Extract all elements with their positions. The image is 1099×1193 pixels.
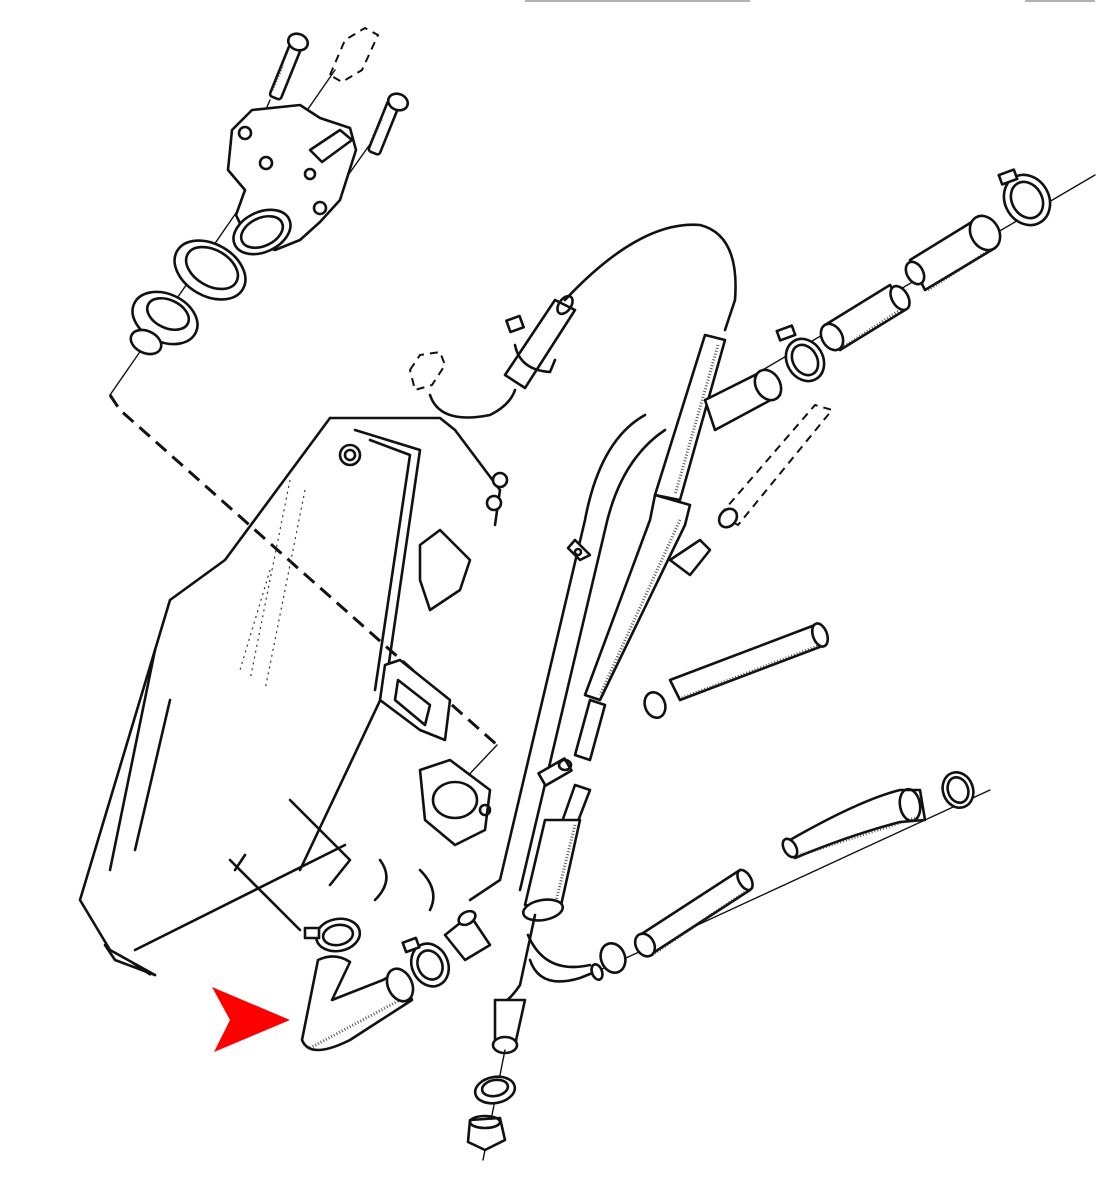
- thermostat-housing-group: [109, 26, 410, 396]
- thermostat-icon: [129, 290, 199, 356]
- drain-plug-group: [466, 1049, 517, 1161]
- pipe-icon: [468, 333, 727, 902]
- lower-heater-hose-group: [491, 771, 991, 1055]
- bolt-icon: [268, 32, 310, 101]
- gasket-icon: [173, 239, 247, 301]
- clamp-icon: [473, 1075, 517, 1105]
- clamp-icon: [775, 324, 826, 383]
- engine-block-icon: [78, 416, 509, 977]
- clamp-icon: [997, 168, 1052, 227]
- cable-icon: [408, 223, 737, 419]
- housing-icon: [226, 103, 358, 256]
- clamp-icon: [643, 691, 667, 719]
- sensor-icon: [328, 26, 380, 84]
- clamp-icon: [941, 771, 975, 809]
- lower-elbow-hose-group: [300, 909, 492, 1052]
- bolt-icon: [367, 92, 410, 156]
- clamp-icon: [303, 917, 362, 953]
- upper-radiator-hose-group: [703, 168, 1096, 432]
- clamp-icon: [401, 936, 451, 988]
- clamp-icon: [599, 942, 627, 974]
- assembly-dashed-line: [108, 394, 498, 747]
- highlight-arrow-icon: [212, 987, 290, 1052]
- hose-icon: [717, 403, 834, 529]
- bypass-hose-group: [643, 622, 830, 719]
- plug-icon: [466, 1114, 507, 1152]
